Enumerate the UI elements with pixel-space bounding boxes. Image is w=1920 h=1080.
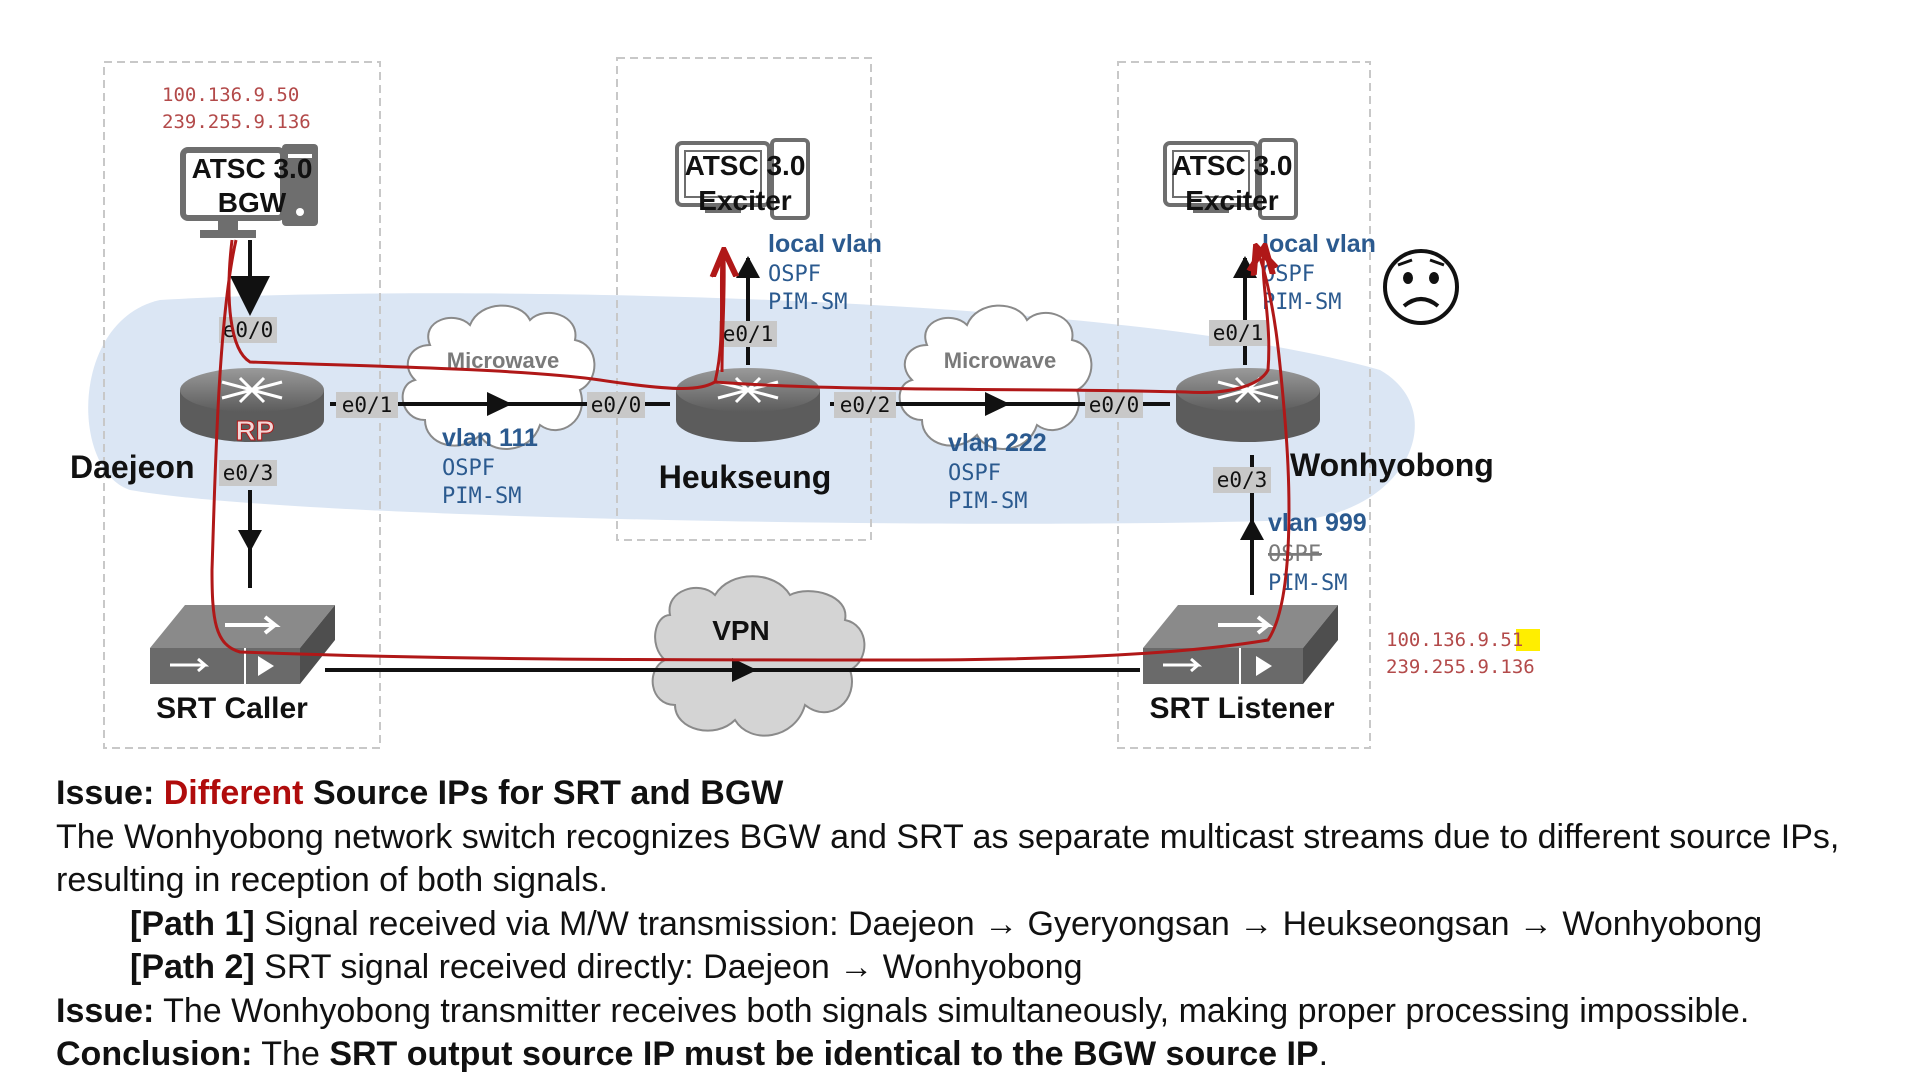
path2-line: [Path 2] SRT signal received directly: D… [56, 946, 1896, 990]
port-wonhyobong-e0-1: e0/1 [1209, 320, 1267, 346]
won-local-proto2: PIM-SM [1262, 290, 1341, 315]
issue-heading-prefix: Issue: [56, 774, 155, 812]
mw2-cloud-label: Microwave [944, 348, 1057, 373]
signal-path-srt [210, 240, 1291, 662]
port-daejeon-e0-3: e0/3 [219, 460, 277, 486]
arrow-daejeon-srt-caller [238, 530, 262, 552]
mw2-proto2: PIM-SM [948, 489, 1027, 514]
arrow-mw2 [985, 392, 1010, 416]
sad-face-icon [1383, 249, 1459, 325]
listener-group-ip: 239.255.9.136 [1386, 656, 1535, 678]
signal-path-group [210, 240, 1291, 662]
listener-ip-highlight [1516, 629, 1540, 651]
arrow-srt-listener-wonhyobong [1240, 518, 1264, 540]
arrow-wonhyobong-exciter [1233, 256, 1257, 278]
vpn-cloud-label: VPN [712, 615, 770, 646]
bgw-server-icon [180, 144, 318, 238]
issue-heading-red: Different [163, 774, 304, 812]
wonhyobong-router-icon [1176, 368, 1320, 442]
path2-label: [Path 2] [130, 948, 255, 986]
issue2-text: The Wonhyobong transmitter receives both… [163, 991, 1750, 1030]
heukseung-exciter-label-line2: Exciter [698, 185, 791, 216]
mw2-proto1: OSPF [948, 461, 1001, 486]
signal-path-heuk-branch [722, 256, 724, 373]
conclusion-line: Conclusion: The SRT output source IP mus… [56, 1033, 1896, 1077]
heuk-local-proto2: PIM-SM [768, 290, 847, 315]
bgw-label-line1: ATSC 3.0 [192, 153, 313, 184]
issue-heading: Issue: Different Source IPs for SRT and … [56, 772, 1896, 816]
srt-caller-label: SRT Caller [156, 692, 308, 725]
port-wonhyobong-e0-0: e0/0 [1085, 392, 1143, 418]
path1-line: [Path 1] Signal received via M/W transmi… [56, 903, 1896, 947]
conclusion-label: Conclusion: [56, 1035, 253, 1073]
path1-label: [Path 1] [130, 904, 255, 943]
arrow-vpn [732, 658, 757, 682]
rp-badge: RP [236, 415, 275, 446]
site-box-heukseung [616, 57, 872, 541]
heukseung-name: Heukseung [659, 459, 831, 495]
port-wonhyobong-e0-3: e0/3 [1213, 467, 1271, 493]
mw1-proto2: PIM-SM [442, 484, 521, 509]
svg-text:e0/3: e0/3 [223, 461, 274, 485]
bgw-group-ip: 239.255.9.136 [162, 111, 311, 133]
listener-ip-highlight-text: 51 [1500, 629, 1523, 651]
wonhyobong-exciter-icon [1163, 138, 1298, 220]
conclusion-bold: SRT output source IP must be identical t… [329, 1035, 1319, 1073]
wonhyobong-exciter-label-line2: Exciter [1185, 185, 1278, 216]
issue2-line: Issue: The Wonhyobong transmitter receiv… [56, 990, 1896, 1034]
path2-text: SRT signal received directly: Daejeon → … [264, 948, 1083, 986]
daejeon-router-icon [180, 368, 324, 442]
issue-heading-rest: Source IPs for SRT and BGW [312, 774, 784, 812]
port-daejeon-e0-1: e0/1 [336, 392, 398, 418]
notes-block: Issue: Different Source IPs for SRT and … [56, 772, 1896, 1077]
won-srt-vlan: vlan 999 [1268, 509, 1367, 537]
heukseung-exciter-label-line1: ATSC 3.0 [685, 150, 806, 181]
conclusion-pre: The [261, 1035, 320, 1073]
bgw-source-ip: 100.136.9.50 [162, 84, 299, 106]
vpn-cloud [651, 575, 866, 737]
port-heukseung-e0-1: e0/1 [719, 321, 777, 347]
wonhyobong-exciter-label-line1: ATSC 3.0 [1172, 150, 1293, 181]
srt-listener-switch-icon [1143, 605, 1338, 684]
heuk-local-proto1: OSPF [768, 262, 821, 287]
signal-path-mw [227, 240, 1269, 395]
mw2-vlan: vlan 222 [948, 429, 1047, 457]
mw1-proto1: OSPF [442, 456, 495, 481]
mw1-vlan: vlan 111 [442, 424, 538, 452]
issue2-label: Issue: [56, 991, 155, 1030]
svg-text:e0/1: e0/1 [342, 393, 393, 417]
path1-text: Signal received via M/W transmission: Da… [264, 904, 1763, 943]
arrow-heukseung-exciter [736, 256, 760, 278]
svg-text:e0/0: e0/0 [591, 393, 642, 417]
svg-text:e0/1: e0/1 [1213, 321, 1264, 345]
arrow-mw1 [487, 392, 512, 416]
heukseung-exciter-icon [675, 138, 810, 220]
listener-source-ip: 100.136.9.51 [1386, 629, 1523, 651]
won-local-proto1: OSPF [1262, 262, 1315, 287]
svg-text:e0/1: e0/1 [723, 322, 774, 346]
daejeon-name: Daejeon [70, 449, 194, 485]
svg-text:e0/0: e0/0 [1089, 393, 1140, 417]
heukseung-router-icon [676, 368, 820, 442]
svg-text:e0/3: e0/3 [1217, 468, 1268, 492]
srt-listener-label: SRT Listener [1149, 692, 1334, 725]
wonhyobong-name: Wonhyobong [1290, 447, 1494, 483]
won-srt-proto2: PIM-SM [1268, 571, 1347, 596]
microwave-cloud-2 [898, 304, 1093, 450]
bgw-label-line2: BGW [218, 187, 287, 218]
srt-caller-switch-icon [150, 605, 335, 684]
port-heukseung-e0-0: e0/0 [587, 392, 645, 418]
issue-description: The Wonhyobong network switch recognizes… [56, 817, 1840, 900]
port-daejeon-e0-0: e0/0 [219, 317, 277, 343]
port-heukseung-e0-2: e0/2 [834, 392, 896, 418]
svg-text:e0/2: e0/2 [840, 393, 891, 417]
microwave-cloud-1 [401, 304, 596, 450]
heuk-local-vlan: local vlan [768, 230, 882, 258]
won-local-vlan: local vlan [1262, 230, 1376, 258]
conclusion-post: . [1318, 1035, 1329, 1073]
